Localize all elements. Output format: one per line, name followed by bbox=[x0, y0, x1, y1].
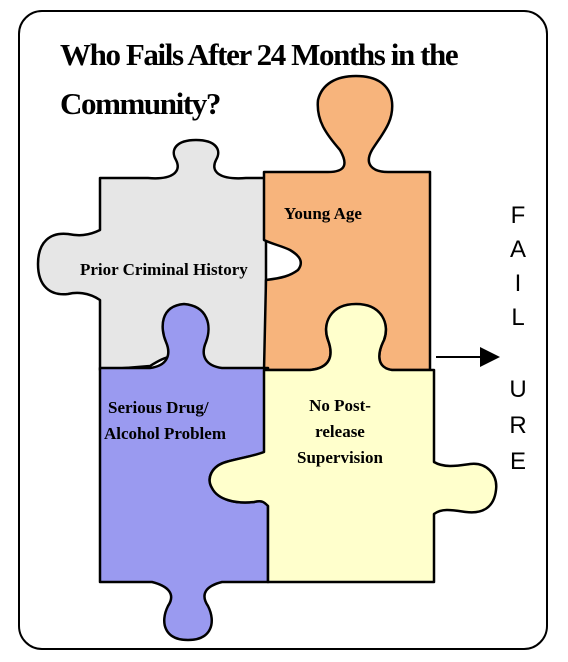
failure-letter-i: I bbox=[514, 270, 522, 297]
failure-letter-r: R bbox=[509, 412, 527, 439]
label-young-age: Young Age bbox=[284, 204, 362, 223]
label-serious-drug-line-2: Alcohol Problem bbox=[104, 424, 226, 443]
title-line-2: Community? bbox=[60, 86, 221, 121]
failure-letter-a: A bbox=[509, 236, 526, 263]
title-line-1: Who Fails After 24 Months in the bbox=[60, 37, 459, 72]
failure-letter-f: F bbox=[510, 202, 526, 229]
failure-letter-u: U bbox=[509, 376, 527, 403]
puzzle-piece-prior-criminal-history bbox=[36, 138, 268, 375]
label-no-post-release-line-1: No Post- bbox=[309, 396, 371, 415]
puzzle-piece-no-post-release-supervision bbox=[208, 302, 498, 584]
label-no-post-release-line-3: Supervision bbox=[297, 448, 383, 467]
failure-letter-e: E bbox=[509, 448, 526, 475]
label-serious-drug-line-1: Serious Drug/ bbox=[108, 398, 209, 417]
label-prior-criminal-history: Prior Criminal History bbox=[80, 260, 248, 279]
label-no-post-release-line-2: release bbox=[315, 422, 365, 441]
failure-letter-l: L bbox=[511, 304, 525, 331]
